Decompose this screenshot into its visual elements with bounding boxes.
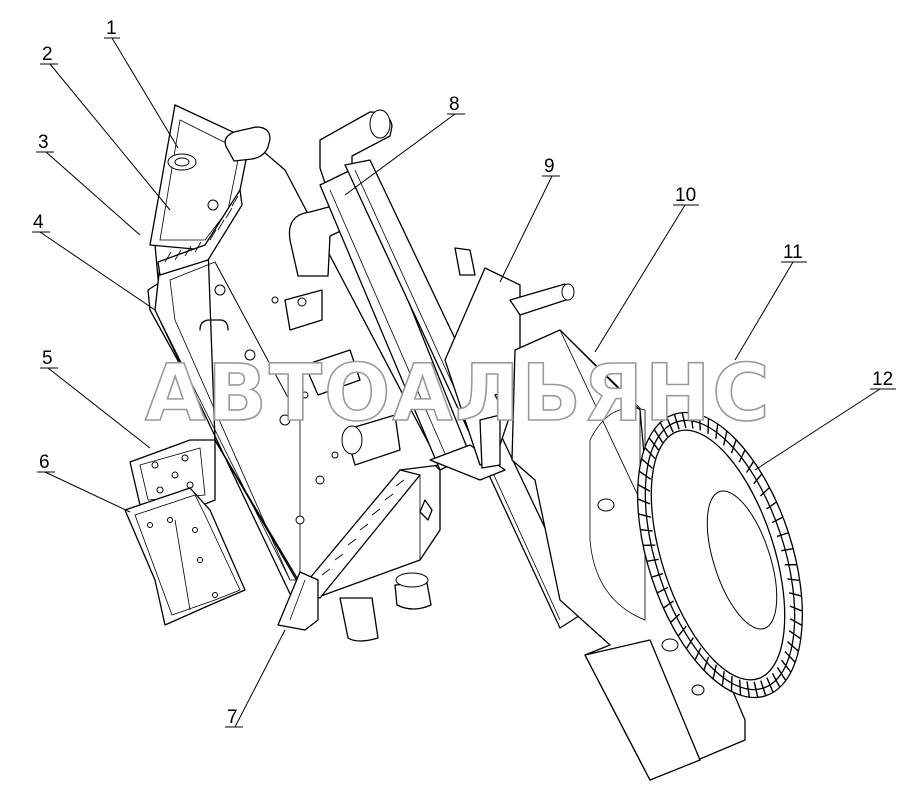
grille-bar [784, 650, 796, 663]
grille-bar [689, 412, 694, 429]
grille-bar [651, 572, 664, 578]
grille-bar [663, 600, 674, 609]
grille-bar [721, 671, 725, 687]
grille-bar [771, 672, 781, 688]
grille-bar [789, 618, 803, 626]
grille-bar [730, 439, 737, 454]
grille-bar [746, 460, 755, 473]
grille-bar [638, 513, 652, 518]
grille-bar [666, 417, 674, 433]
grille-bar [766, 677, 774, 693]
grille-bar [789, 605, 803, 612]
grille-bar [760, 680, 767, 696]
grille-bar [781, 547, 794, 552]
fan-shroud [511, 329, 746, 781]
grille-bar [771, 516, 784, 524]
grille-bar [715, 423, 719, 439]
grille-bar [681, 412, 687, 429]
callout-labels: 1 2 3 4 5 6 7 8 9 10 11 12 [33, 18, 893, 728]
callout-3: 3 [38, 132, 49, 153]
grille-bar [759, 486, 771, 497]
grille-bar [723, 430, 728, 446]
grille-bar [766, 501, 777, 510]
grille-bar [746, 681, 751, 698]
grille-bar [685, 637, 694, 650]
mount-bracket-6 [124, 487, 246, 626]
grille-bar [653, 429, 664, 444]
grille-bar [788, 630, 802, 640]
grille-bar [641, 458, 653, 469]
grille-bar [648, 437, 660, 451]
grille-bar [659, 422, 669, 438]
grille-bar [780, 659, 792, 673]
grille-bar [637, 484, 651, 492]
callout-6: 6 [39, 452, 50, 473]
grille-bar [677, 625, 687, 637]
grille-bar [673, 414, 680, 430]
grille-bar [640, 528, 653, 532]
grille-bar [656, 586, 669, 594]
grille-bar [776, 532, 789, 538]
grille-bar [712, 664, 717, 680]
grille-bar [738, 449, 746, 463]
callout-4: 4 [33, 212, 44, 233]
watermark: АВТОАЛЬЯНС [145, 349, 772, 439]
grille-bar [703, 656, 710, 671]
callout-leaders [32, 37, 896, 728]
grille-bar [644, 447, 656, 460]
callout-9: 9 [544, 156, 555, 177]
fan-grille [637, 412, 803, 698]
grille-bar [788, 592, 802, 597]
callout-1: 1 [106, 18, 117, 39]
grille-bar [787, 641, 799, 652]
callout-8: 8 [449, 94, 460, 115]
lower-bracket-7 [277, 571, 319, 631]
grille-bar [646, 558, 659, 563]
grille-bar [637, 498, 651, 505]
grille-bar [669, 613, 681, 624]
grille-bar [753, 473, 763, 485]
grille-bar [753, 681, 759, 698]
callout-2: 2 [42, 44, 53, 65]
grille-bar [694, 647, 702, 661]
callout-12: 12 [872, 369, 893, 390]
grille-bar [787, 578, 800, 582]
grille-bar [776, 666, 787, 681]
callout-7: 7 [227, 707, 238, 728]
callout-5: 5 [42, 348, 53, 369]
callout-11: 11 [783, 242, 803, 263]
callout-10: 10 [675, 185, 696, 206]
grille-bar [638, 470, 652, 480]
grille-bar [698, 414, 702, 431]
grille-bar [738, 679, 742, 696]
